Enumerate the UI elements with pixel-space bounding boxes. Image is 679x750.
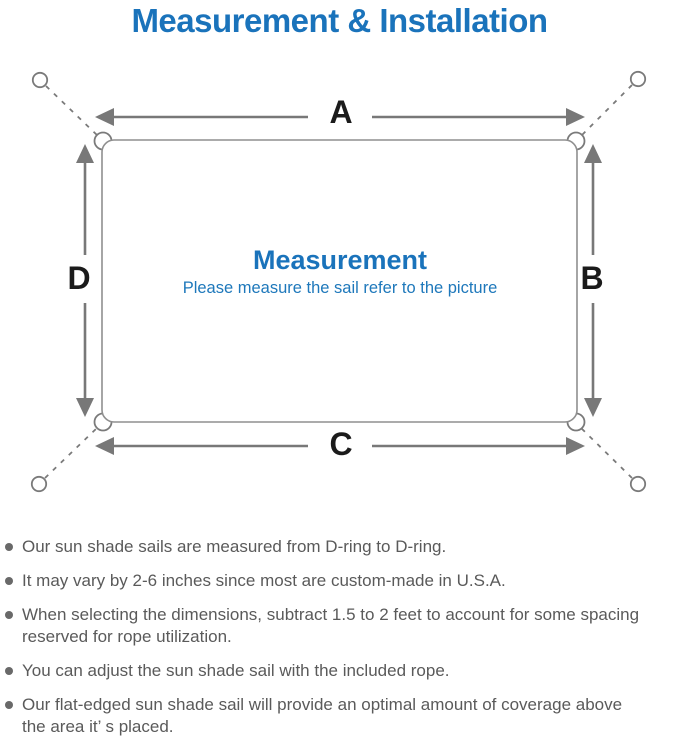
anchor-point-circle-icon	[31, 71, 49, 89]
arrowhead-left-icon	[95, 108, 114, 126]
arrowhead-up-icon	[584, 144, 602, 163]
bullet-icon	[5, 577, 13, 585]
page-title: Measurement & Installation	[131, 2, 548, 39]
corner-ropes	[44, 84, 633, 479]
arrowhead-right-icon	[566, 437, 585, 455]
arrowhead-up-icon	[76, 144, 94, 163]
notes-list: Our sun shade sails are measured from D-…	[0, 536, 679, 750]
arrowhead-left-icon	[95, 437, 114, 455]
anchor-point-circle-icon	[629, 475, 647, 493]
diagram-center-title: Measurement	[253, 245, 427, 275]
bullet-icon	[5, 611, 13, 619]
bullet-icon	[5, 667, 13, 675]
list-item: It may vary by 2-6 inches since most are…	[5, 570, 679, 592]
list-item: When selecting the dimensions, subtract …	[5, 604, 679, 648]
dimension-arrow-a: A	[95, 94, 585, 130]
sail-measurement-diagram: A C D B Measurement Please measure the s…	[30, 70, 647, 493]
note-text: Our flat-edged sun shade sail will provi…	[22, 695, 623, 736]
note-text: You can adjust the sun shade sail with t…	[22, 661, 450, 680]
anchor-points	[30, 70, 647, 493]
rope-dashed-line	[45, 85, 100, 138]
anchor-point-circle-icon	[30, 475, 48, 493]
dimension-label-c: C	[329, 426, 352, 462]
dimension-label-d: D	[67, 260, 90, 296]
rope-dashed-line	[44, 425, 100, 479]
sail-outline	[101, 139, 578, 423]
arrowhead-down-icon	[76, 398, 94, 417]
rope-dashed-line	[579, 426, 633, 479]
bullet-icon	[5, 543, 13, 551]
dimension-label-a: A	[329, 94, 352, 130]
note-text: Our sun shade sails are measured from D-…	[22, 537, 447, 556]
bullet-icon	[5, 701, 13, 709]
arrowhead-right-icon	[566, 108, 585, 126]
dimension-arrow-c: C	[95, 426, 585, 462]
list-item: Our sun shade sails are measured from D-…	[5, 536, 679, 558]
dimension-label-b: B	[580, 260, 603, 296]
anchor-point-circle-icon	[629, 70, 647, 88]
list-item: Our flat-edged sun shade sail will provi…	[5, 694, 679, 738]
note-text: It may vary by 2-6 inches since most are…	[22, 571, 506, 590]
dimension-arrow-d: D	[67, 144, 94, 417]
list-item: You can adjust the sun shade sail with t…	[5, 660, 679, 682]
diagram-center-subtitle: Please measure the sail refer to the pic…	[183, 279, 498, 297]
arrowhead-down-icon	[584, 398, 602, 417]
rope-dashed-line	[579, 84, 633, 138]
note-text: When selecting the dimensions, subtract …	[22, 605, 640, 646]
dimension-arrow-b: B	[580, 144, 604, 417]
